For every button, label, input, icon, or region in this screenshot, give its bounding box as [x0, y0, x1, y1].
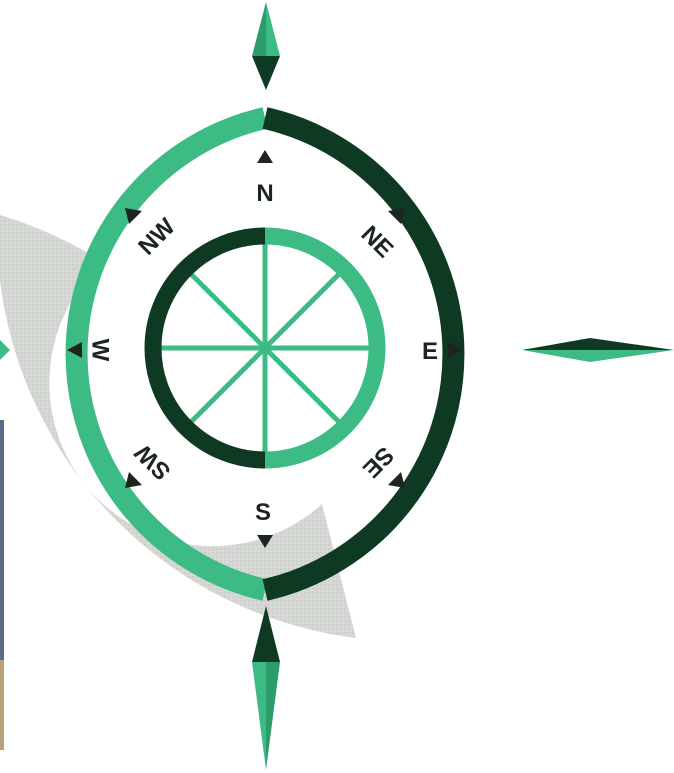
direction-label-nw: NW [133, 213, 181, 261]
west-spike-stub [0, 340, 10, 360]
south-spike [252, 606, 280, 770]
east-spike [522, 338, 674, 362]
southwest-arrow-icon [125, 472, 142, 488]
direction-label-e: E [422, 338, 438, 365]
direction-label-sw: SW [130, 439, 177, 486]
direction-label-se: SE [357, 441, 399, 483]
direction-label-w: W [87, 339, 114, 362]
north-spike [252, 2, 280, 90]
direction-label-n: N [256, 180, 273, 207]
north-arrow-icon [257, 150, 273, 163]
southeast-arrow-icon [388, 472, 405, 488]
direction-label-ne: NE [356, 221, 399, 264]
left-edge-strip [0, 420, 4, 660]
direction-label-s: S [255, 499, 271, 526]
